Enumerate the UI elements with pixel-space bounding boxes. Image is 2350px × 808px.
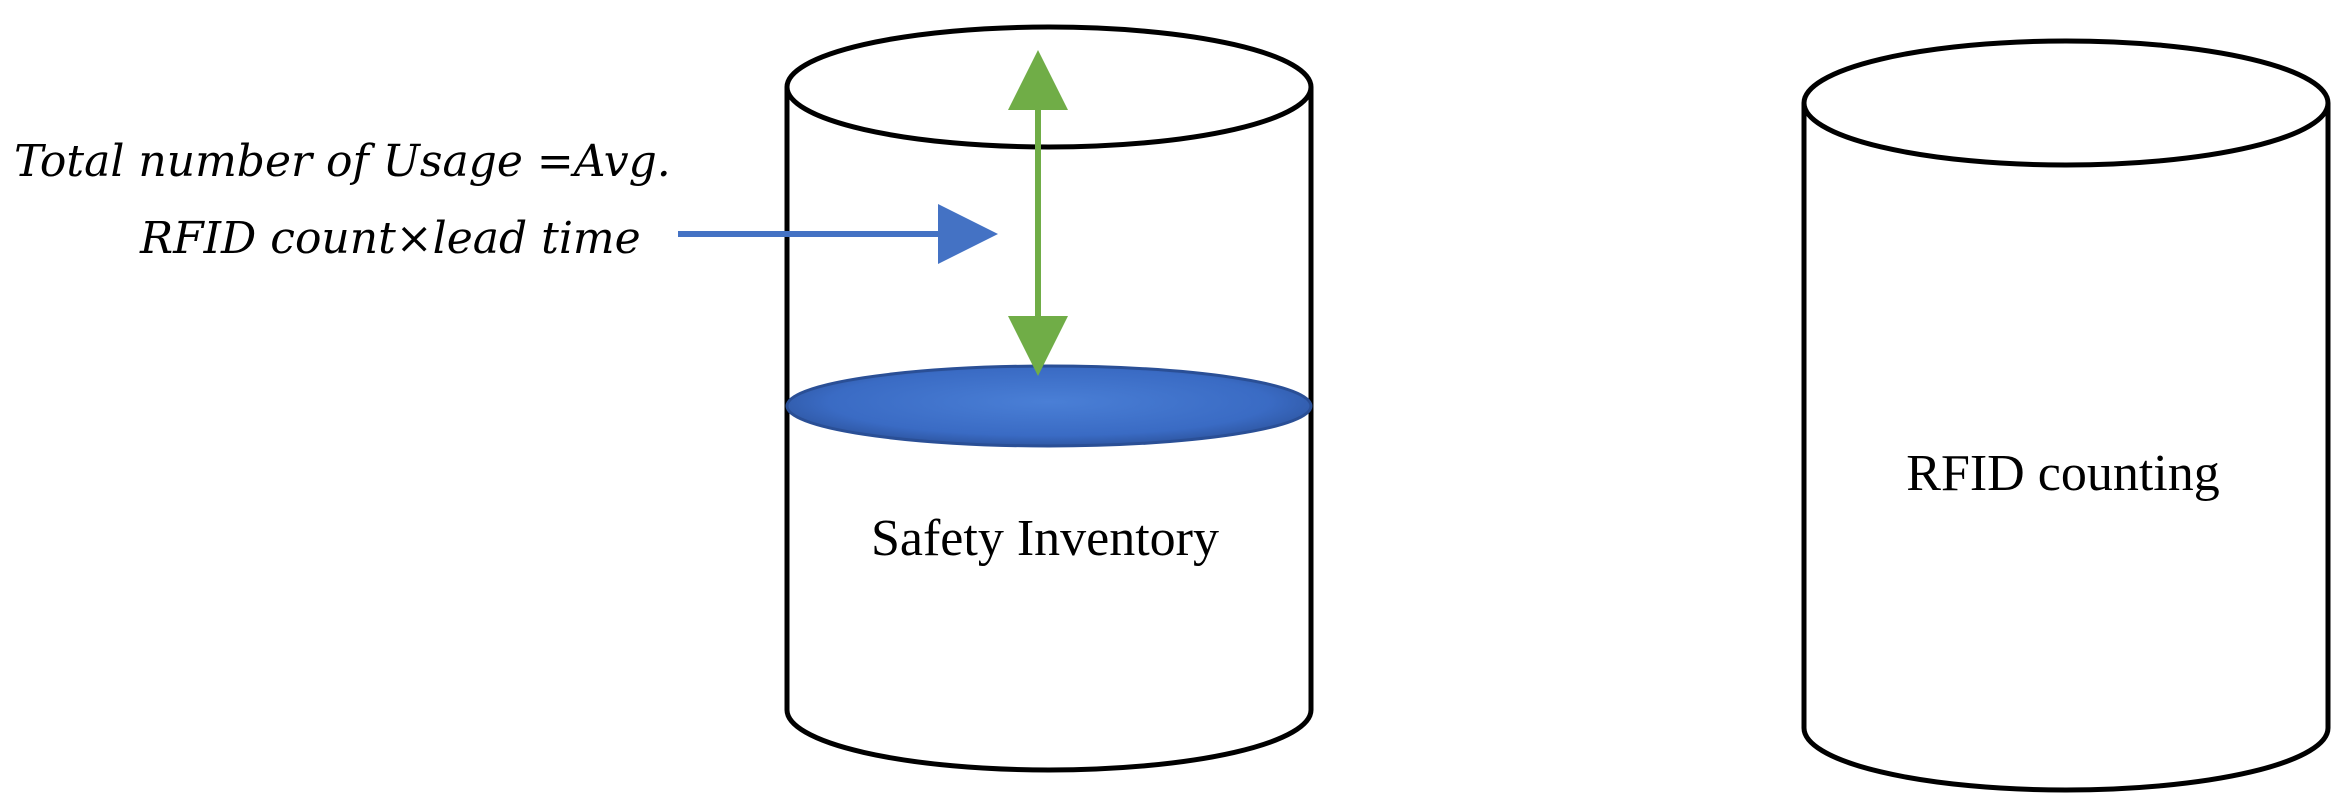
left-cylinder: Safety Inventory: [784, 24, 1314, 773]
formula-line-2: RFID count×lead time: [139, 213, 641, 264]
rfid-counting-label: RFID counting: [1906, 445, 2219, 502]
inventory-level-disc: [785, 364, 1313, 448]
right-cylinder-top: [1801, 38, 2331, 168]
left-cylinder-body: [784, 87, 1314, 773]
right-cylinder-body: [1801, 103, 2331, 793]
left-cylinder-top: [784, 24, 1314, 150]
formula-line-1: Total number of Usage =Avg.: [14, 136, 671, 187]
right-cylinder: RFID counting: [1801, 38, 2331, 793]
safety-inventory-label: Safety Inventory: [871, 510, 1219, 567]
